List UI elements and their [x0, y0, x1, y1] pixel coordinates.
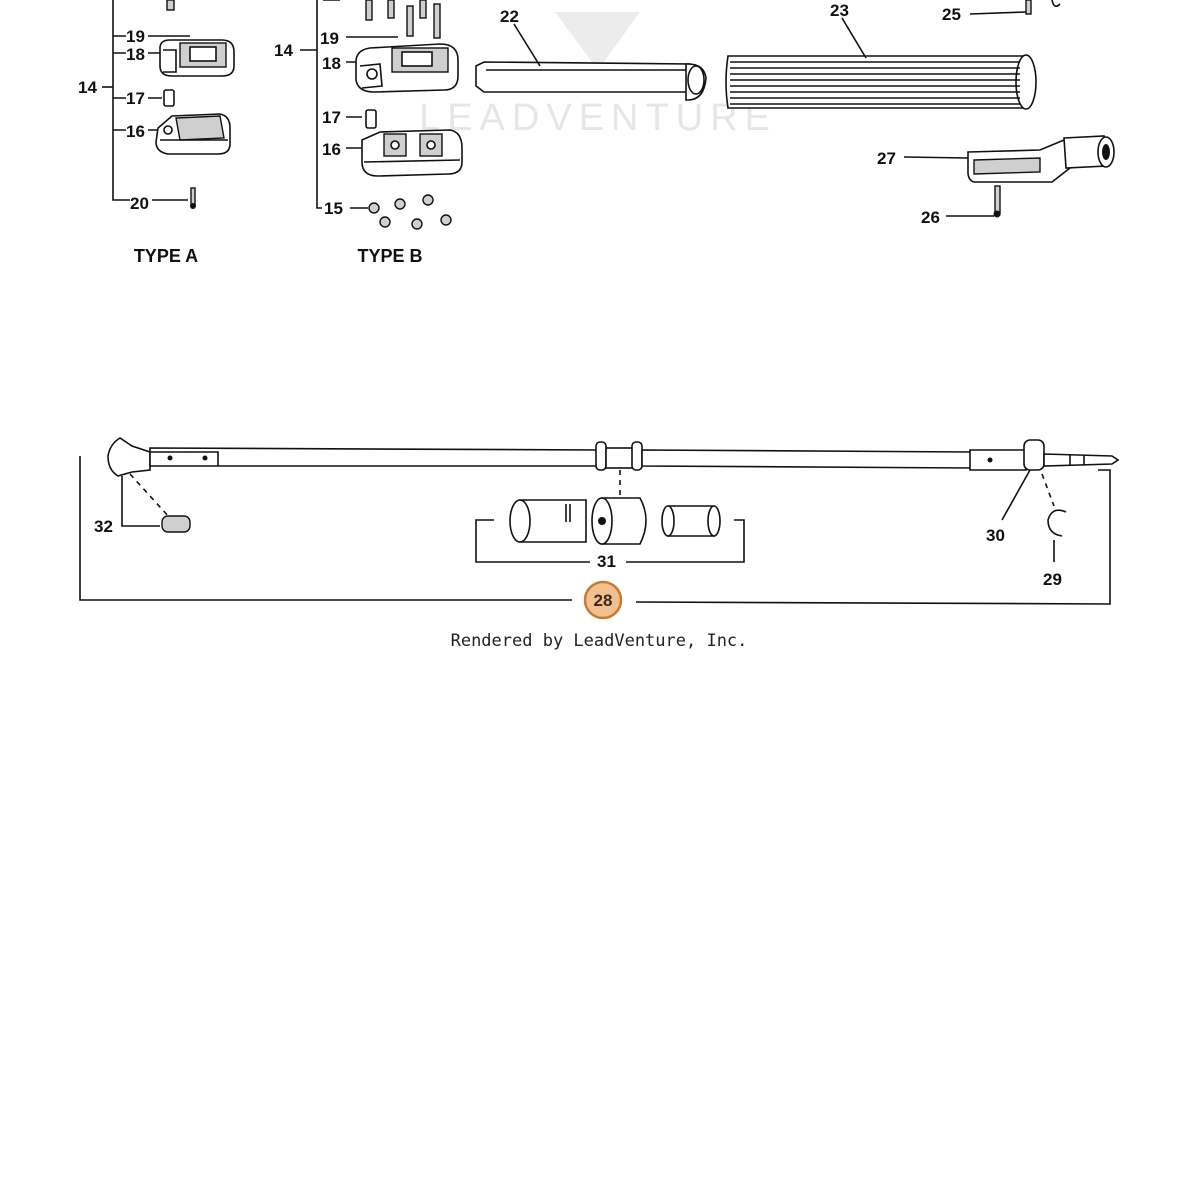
pin-part — [365, 109, 377, 129]
clip-part — [1051, 0, 1061, 8]
bushing-set-part — [509, 497, 721, 545]
bracket-line — [626, 519, 745, 563]
shaft-end-part — [969, 449, 1027, 471]
screw-part — [166, 0, 175, 11]
callout-31[interactable]: 31 — [597, 552, 616, 571]
callout-27[interactable]: 27 — [877, 149, 896, 168]
inner-tube-part — [475, 61, 707, 101]
bracket-line — [112, 0, 130, 201]
hotspot-28[interactable]: 28 — [583, 580, 623, 620]
callout-29[interactable]: 29 — [1043, 570, 1062, 589]
type-b-group: 19 14 18 17 16 15 TYPE B — [274, 0, 463, 266]
rendered-by-credit: Rendered by LeadVenture, Inc. — [451, 631, 748, 651]
bracket-line — [635, 469, 1111, 605]
collar-part — [631, 441, 643, 471]
retaining-ring-part — [1047, 509, 1067, 537]
callout-32[interactable]: 32 — [94, 517, 113, 536]
switch-housing-lower-part — [155, 113, 231, 155]
collar-part — [595, 441, 607, 471]
leader-line — [1001, 469, 1031, 521]
hotspot-circle[interactable] — [583, 580, 623, 620]
switch-housing-upper-part — [159, 39, 235, 77]
pin-part — [163, 89, 175, 107]
leader-line — [148, 35, 190, 201]
screw-part — [993, 185, 1001, 218]
bracket-line — [316, 0, 322, 209]
collar-part — [1023, 439, 1045, 471]
watermark: LEADVENTURE — [419, 12, 777, 139]
callout-14[interactable]: 14 — [274, 41, 293, 60]
callout-20[interactable]: 20 — [130, 194, 149, 213]
leader-line — [113, 35, 126, 131]
leader-line — [513, 23, 541, 67]
watermark-text: LEADVENTURE — [419, 97, 777, 139]
handle-grip-part — [725, 54, 1037, 110]
callout-16[interactable]: 16 — [126, 122, 145, 141]
leader-line — [841, 17, 867, 59]
bracket-line — [79, 456, 572, 601]
switch-housing-upper-part — [355, 43, 459, 93]
shaft-tip-part — [1043, 453, 1120, 467]
type-a-label: TYPE A — [134, 246, 198, 266]
hotspot-label[interactable]: 28 — [594, 591, 613, 610]
type-a-group: 19 18 14 17 16 20 TYPE A — [78, 0, 235, 266]
leader-line — [969, 11, 1027, 15]
screw-part — [190, 187, 196, 209]
plug-part — [161, 515, 191, 533]
callout-30[interactable]: 30 — [986, 526, 1005, 545]
callout-18[interactable]: 18 — [322, 54, 341, 73]
callout-17[interactable]: 17 — [322, 108, 341, 127]
bracket-line — [475, 519, 590, 563]
shaft-part — [641, 449, 973, 469]
shaft-assembly: 32 31 30 29 — [79, 437, 1120, 605]
callout-19[interactable]: 19 — [320, 29, 339, 48]
dashed-connector — [129, 473, 171, 519]
callout-22[interactable]: 22 — [500, 7, 519, 26]
callout-23[interactable]: 23 — [830, 1, 849, 20]
callout-25[interactable]: 25 — [942, 5, 961, 24]
callout-15[interactable]: 15 — [324, 199, 343, 218]
bushing-part — [605, 447, 635, 469]
callout-26[interactable]: 26 — [921, 208, 940, 227]
leader-line — [346, 36, 398, 209]
end-bracket-part — [967, 135, 1115, 183]
leader-line — [903, 156, 969, 159]
callout-19[interactable]: 19 — [126, 27, 145, 46]
end-cap-part — [107, 437, 151, 477]
callout-16[interactable]: 16 — [322, 140, 341, 159]
leadventure-v-logo-icon — [555, 12, 640, 70]
type-b-label: TYPE B — [357, 246, 422, 266]
dashed-connector — [1041, 473, 1055, 507]
callout-17[interactable]: 17 — [126, 89, 145, 108]
screw-part — [365, 0, 441, 39]
callout-14[interactable]: 14 — [78, 78, 97, 97]
callout-18[interactable]: 18 — [126, 45, 145, 64]
leader-line — [121, 476, 160, 527]
screw-part — [1025, 0, 1032, 15]
nut-part — [368, 194, 452, 230]
switch-housing-lower-part — [361, 129, 463, 177]
